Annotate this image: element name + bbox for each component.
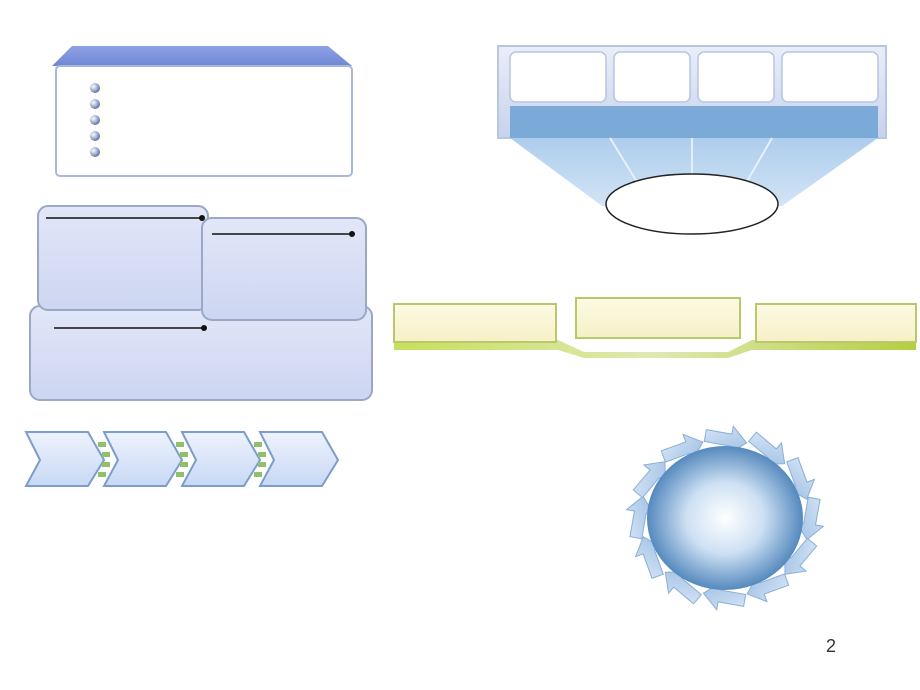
- chevron-step-2: [102, 431, 184, 487]
- bullet-panel: [50, 42, 360, 182]
- cream-platform-diagram: [388, 292, 920, 362]
- funnel-ellipse: [605, 173, 779, 235]
- panel-top-left: [37, 205, 209, 311]
- bridge-column-1: [509, 51, 607, 103]
- overlap-panels-diagram: [26, 202, 378, 406]
- chevron-step-4: [258, 431, 340, 487]
- panel-body: [55, 65, 353, 177]
- bullet-3: [90, 115, 100, 125]
- bridge-column-3: [697, 51, 775, 103]
- funnel-band: [510, 106, 878, 138]
- bullet-2: [90, 99, 100, 109]
- panel-top-right: [201, 217, 367, 321]
- chevron-process-diagram: [22, 428, 346, 492]
- page-number: 2: [826, 636, 837, 656]
- chevron-step-3: [180, 431, 262, 487]
- panel-header: [52, 46, 352, 66]
- bridge-column-2: [613, 51, 691, 103]
- cream-box-3: [755, 303, 917, 343]
- cycle-core: [647, 446, 803, 590]
- cream-box-2: [575, 297, 741, 339]
- bullet-list: [90, 83, 100, 157]
- bullet-4: [90, 131, 100, 141]
- chevron-step-1: [24, 431, 106, 487]
- bullet-1: [90, 83, 100, 93]
- bullet-5: [90, 147, 100, 157]
- connector-marks: [98, 442, 266, 477]
- bridge-funnel-diagram: [492, 40, 892, 240]
- cream-box-1: [393, 303, 557, 343]
- lime-platform: [394, 340, 916, 358]
- cycle-ring-diagram: [620, 420, 830, 615]
- bridge-column-4: [781, 51, 879, 103]
